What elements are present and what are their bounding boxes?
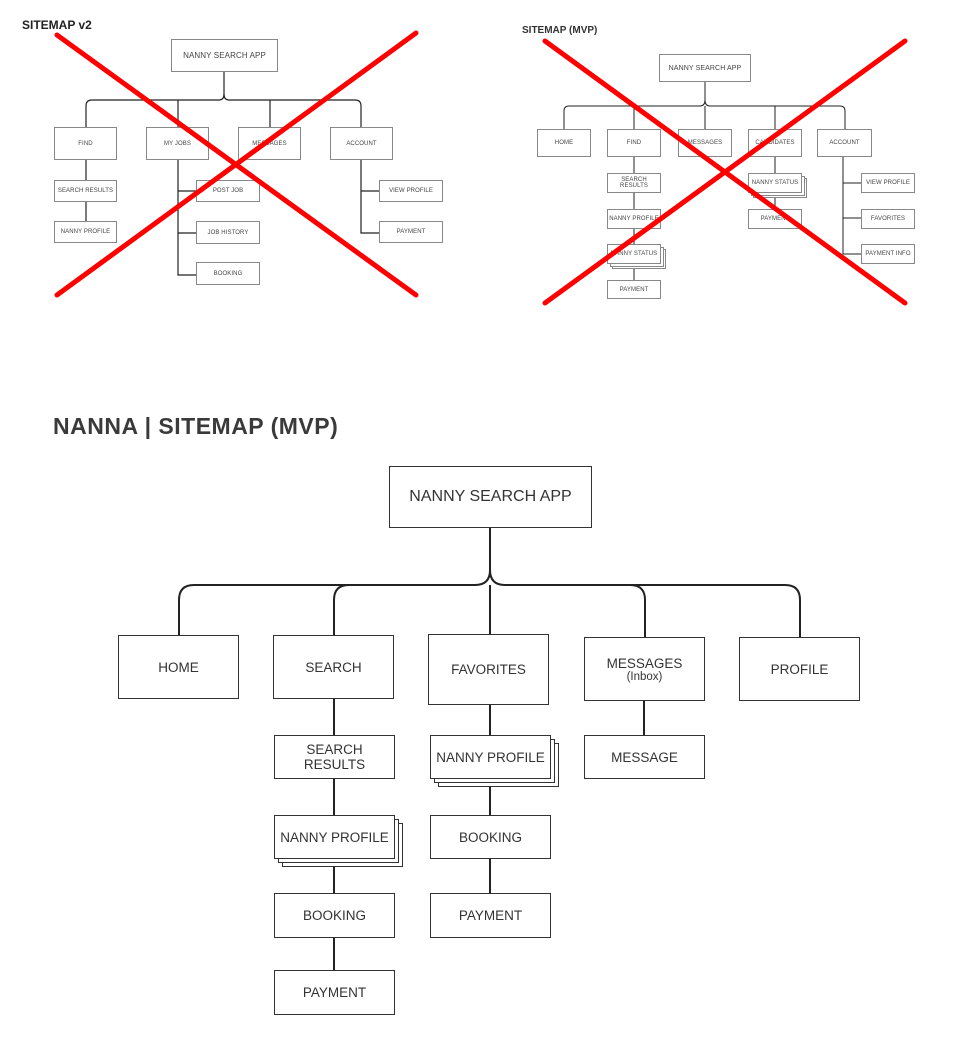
final-node-search-payment: PAYMENT (274, 970, 395, 1015)
final-node-favorites-payment: PAYMENT (430, 893, 551, 938)
final-connectors (178, 527, 801, 970)
v2-node-job-history: JOB HISTORY (196, 221, 260, 244)
v2-node-messages: MESSAGES (238, 127, 301, 160)
final-node-favorites-booking: BOOKING (430, 815, 551, 859)
sitemap-v2-title: SITEMAP v2 (22, 18, 92, 32)
v2-connectors (85, 72, 379, 276)
final-node-profile: PROFILE (739, 637, 860, 701)
final-node-search-booking: BOOKING (274, 893, 395, 938)
mvp-old-node-candidates: CANDIDATES (748, 129, 802, 157)
mvp-old-node-nanny-profile: NANNY PROFILE (607, 209, 661, 229)
mvp-old-node-candidate-nanny-status: NANNY STATUS (748, 173, 802, 193)
final-node-search: SEARCH (273, 635, 394, 699)
mvp-old-root-node: NANNY SEARCH APP (659, 54, 751, 82)
final-node-message: MESSAGE (584, 735, 705, 779)
v2-node-search-results: SEARCH RESULTS (54, 180, 117, 202)
mvp-old-node-nanny-status: NANNY STATUS (607, 244, 661, 264)
v2-node-account: ACCOUNT (330, 127, 393, 160)
messages-sublabel: (Inbox) (626, 670, 663, 683)
final-node-favorites: FAVORITES (428, 634, 549, 705)
final-node-search-nanny-profile: NANNY PROFILE (274, 815, 395, 859)
mvp-old-node-messages: MESSAGES (678, 129, 732, 157)
messages-label: MESSAGES (606, 655, 683, 671)
final-node-home: HOME (118, 635, 239, 699)
final-root-node: NANNY SEARCH APP (389, 466, 592, 528)
v2-root-node: NANNY SEARCH APP (171, 39, 278, 72)
mvp-old-node-search-results: SEARCH RESULTS (607, 173, 661, 193)
v2-node-booking: BOOKING (196, 262, 260, 285)
mvp-old-node-payment-info: PAYMENT INFO (861, 244, 915, 264)
v2-node-view-profile: VIEW PROFILE (379, 180, 443, 202)
sitemap-final-title: NANNA | SITEMAP (MVP) (53, 413, 339, 439)
mvp-old-node-account: ACCOUNT (817, 129, 872, 157)
sitemap-mvp-old-title: SITEMAP (MVP) (522, 25, 598, 36)
v2-node-nanny-profile: NANNY PROFILE (54, 221, 117, 243)
v2-node-payment: PAYMENT (379, 221, 443, 243)
mvp-old-node-find: FIND (607, 129, 661, 157)
mvp-old-node-favorites: FAVORITES (861, 209, 915, 229)
mvp-old-node-view-profile: VIEW PROFILE (861, 173, 915, 193)
v2-node-find: FIND (54, 127, 117, 160)
final-node-favorites-nanny-profile: NANNY PROFILE (430, 735, 551, 779)
final-node-search-results: SEARCH RESULTS (274, 735, 395, 779)
mvp-old-node-payment: PAYMENT (607, 280, 661, 299)
final-node-messages: MESSAGES (Inbox) (584, 637, 705, 701)
mvp-old-node-home: HOME (537, 129, 591, 157)
v2-node-my-jobs: MY JOBS (146, 127, 209, 160)
v2-node-post-job: POST JOB (196, 180, 260, 202)
mvp-old-node-candidate-payment: PAYMENT (748, 209, 802, 229)
